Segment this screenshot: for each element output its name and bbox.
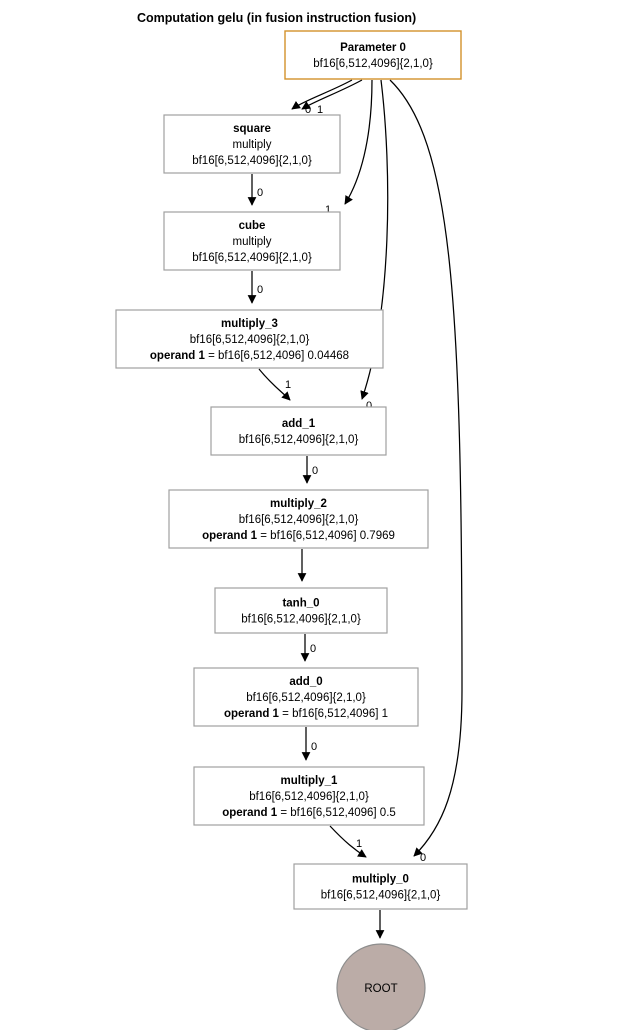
node-operand-value: = bf16[6,512,4096] 0.7969 [257, 530, 395, 542]
node-name: multiply_3 [221, 318, 278, 330]
node-opcode: multiply [233, 236, 272, 248]
node-shape_text: bf16[6,512,4096]{2,1,0} [239, 434, 359, 446]
graph-node-add_0[interactable]: add_0 bf16[6,512,4096]{2,1,0} operand 1 = … [193, 667, 419, 727]
graph-node-cube[interactable]: cube multiply bf16[6,512,4096]{2,1,0} [163, 211, 341, 271]
node-shape_text: bf16[6,512,4096]{2,1,0} [192, 155, 312, 167]
node-operand-value: = bf16[6,512,4096] 0.04468 [205, 350, 349, 362]
node-shape_text: bf16[6,512,4096]{2,1,0} [239, 514, 359, 526]
node-operand-row: operand 1 = bf16[6,512,4096] 1 [224, 708, 388, 720]
edge-label: 0 [257, 187, 263, 199]
edge-line [329, 825, 367, 858]
node-operand-value: = bf16[6,512,4096] 1 [279, 708, 388, 720]
node-operand-row: operand 1 = bf16[6,512,4096] 0.04468 [150, 350, 349, 362]
node-operand-label: operand 1 [202, 530, 258, 542]
node-box [210, 406, 387, 456]
root-node-shape [336, 943, 426, 1030]
node-shape_text: bf16[6,512,4096]{2,1,0} [321, 890, 441, 902]
graph-edge-parameter0-to-multiply_0: 0 [389, 79, 463, 864]
node-name: cube [239, 220, 266, 232]
edge-label: 0 [311, 741, 317, 753]
node-name: multiply_2 [270, 498, 327, 510]
edge-label: 0 [257, 284, 263, 296]
node-name: multiply_1 [281, 775, 338, 787]
node-box [115, 309, 384, 369]
edge-label: 0 [310, 643, 316, 655]
graph-edge-square-to-cube: 0 [247, 174, 263, 206]
edge-label: 0 [420, 852, 426, 864]
graph-node-multiply_3[interactable]: multiply_3 bf16[6,512,4096]{2,1,0} operand… [115, 309, 384, 369]
node-name: add_0 [289, 676, 322, 688]
node-operand-row: operand 1 = bf16[6,512,4096] 0.7969 [202, 530, 395, 542]
node-operand-label: operand 1 [224, 708, 280, 720]
edge-line [344, 79, 373, 205]
edge-label: 0 [305, 104, 311, 116]
edge-line [389, 79, 463, 857]
graph-node-tanh_0[interactable]: tanh_0 bf16[6,512,4096]{2,1,0} [214, 587, 388, 634]
node-operand-value: = bf16[6,512,4096] 0.5 [277, 807, 396, 819]
graph-node-parameter0[interactable]: Parameter 0 bf16[6,512,4096]{2,1,0} [284, 30, 462, 80]
graph-node-multiply_2[interactable]: multiply_2 bf16[6,512,4096]{2,1,0} operand… [168, 489, 429, 549]
node-box [214, 587, 388, 634]
graph-node-square[interactable]: square multiply bf16[6,512,4096]{2,1,0} [163, 114, 341, 174]
node-shape_text: bf16[6,512,4096]{2,1,0} [241, 614, 361, 626]
edge-line [291, 79, 353, 110]
node-box [163, 211, 341, 271]
node-box [193, 766, 425, 826]
edge-label: 1 [325, 204, 331, 216]
edge-line [301, 79, 363, 110]
edge-label: 1 [356, 838, 362, 850]
node-box [168, 489, 429, 549]
graph-edge-parameter0-to-cube: 1 [325, 79, 373, 216]
graph-node-add_1[interactable]: add_1 bf16[6,512,4096]{2,1,0} [210, 406, 387, 456]
node-layer: Parameter 0bf16[6,512,4096]{2,1,0}square… [115, 30, 468, 1030]
node-operand-row: operand 1 = bf16[6,512,4096] 0.5 [222, 807, 396, 819]
graph-node-multiply_1[interactable]: multiply_1 bf16[6,512,4096]{2,1,0} operand… [193, 766, 425, 826]
node-name: square [233, 123, 271, 135]
node-operand-label: operand 1 [222, 807, 278, 819]
edge-label: 0 [366, 400, 372, 412]
graph-edge-cube-to-multiply_3: 0 [247, 271, 263, 304]
node-opcode: multiply [233, 139, 272, 151]
edge-label: 0 [312, 465, 318, 477]
node-name: Parameter 0 [340, 42, 406, 54]
node-box [163, 114, 341, 174]
node-name: tanh_0 [282, 598, 319, 610]
graph-edge-parameter0-to-square: 1 [301, 79, 363, 116]
node-name: multiply_0 [352, 874, 409, 886]
graph-edge-multiply_1-to-multiply_0: 1 [329, 825, 367, 858]
node-name: add_1 [282, 418, 316, 430]
node-shape_text: bf16[6,512,4096]{2,1,0} [249, 791, 369, 803]
edge-label: 1 [317, 104, 323, 116]
graph-node-root[interactable]: ROOT [336, 943, 426, 1030]
graph-edge-tanh_0-to-add_0: 0 [300, 634, 316, 662]
graph-node-multiply_0[interactable]: multiply_0 bf16[6,512,4096]{2,1,0} [293, 863, 468, 910]
node-box [284, 30, 462, 80]
node-shape_text: bf16[6,512,4096]{2,1,0} [313, 58, 433, 70]
node-box [293, 863, 468, 910]
graph-edge-add_1-to-multiply_2: 0 [302, 456, 318, 484]
node-operand-label: operand 1 [150, 350, 206, 362]
graph-edge-parameter0-to-square: 0 [291, 79, 353, 116]
node-shape_text: bf16[6,512,4096]{2,1,0} [246, 692, 366, 704]
page-title: Computation gelu (in fusion instruction … [137, 11, 416, 25]
node-box [193, 667, 419, 727]
graph-edge-add_0-to-multiply_1: 0 [301, 727, 317, 761]
graph-edge-multiply_3-to-add_1: 1 [258, 368, 291, 401]
edge-label: 1 [285, 379, 291, 391]
node-shape_text: bf16[6,512,4096]{2,1,0} [192, 252, 312, 264]
edge-line [258, 368, 291, 401]
node-shape_text: bf16[6,512,4096]{2,1,0} [190, 334, 310, 346]
root-node-label: ROOT [364, 983, 397, 995]
